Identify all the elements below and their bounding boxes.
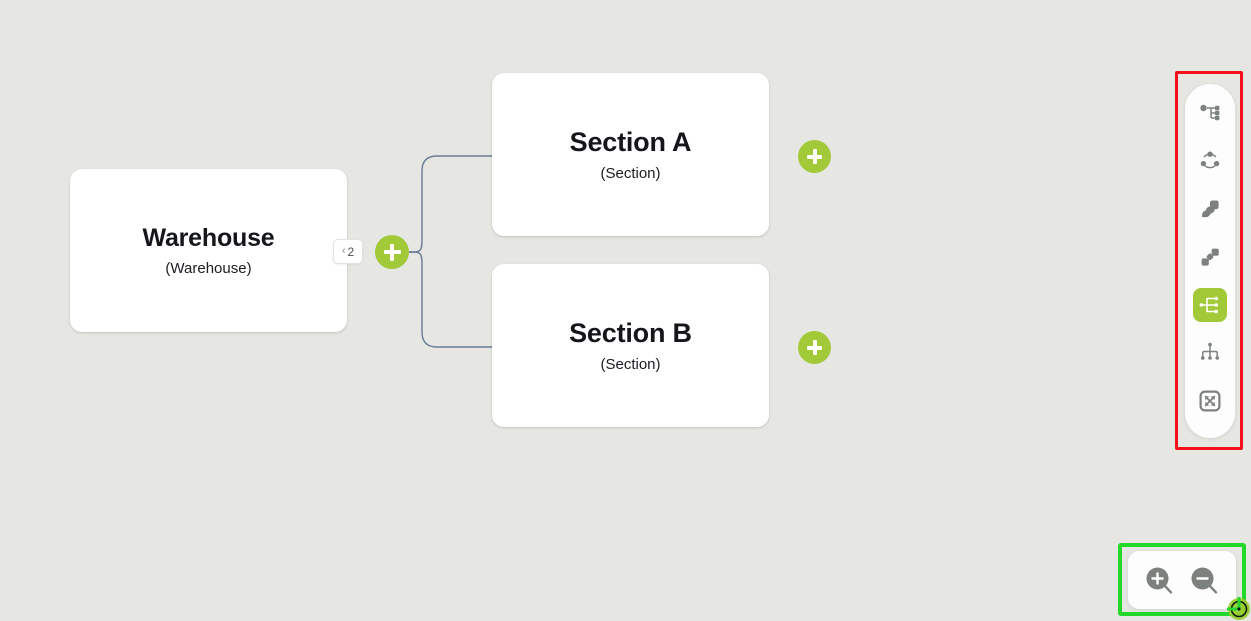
fit-to-screen-icon[interactable] — [1193, 384, 1227, 418]
chevron-left-icon: ‹ — [341, 245, 346, 257]
scatter-nodes-icon[interactable] — [1193, 240, 1227, 274]
node-section-b[interactable]: Section B (Section) — [492, 264, 769, 427]
layout-toolbar[interactable] — [1185, 84, 1235, 438]
zoom-out-button[interactable] — [1188, 564, 1221, 597]
horizontal-tree-icon[interactable] — [1193, 288, 1227, 322]
edge-warehouse-to-section-b — [408, 251, 492, 348]
plus-icon-vertical-bar — [812, 149, 817, 164]
node-section-a-subtitle: (Section) — [600, 165, 661, 183]
tree-right-layout-icon[interactable] — [1193, 96, 1227, 130]
collapse-children-badge[interactable]: ‹ 2 — [333, 239, 363, 264]
zoom-in-button[interactable] — [1143, 564, 1176, 597]
node-section-b-title: Section B — [569, 317, 692, 348]
plus-icon-vertical-bar — [389, 243, 395, 261]
plus-icon-vertical-bar — [812, 340, 817, 355]
node-warehouse-title: Warehouse — [142, 224, 275, 253]
cursor-target-marker — [1226, 596, 1251, 621]
layout-toolbar-highlight-box — [1175, 71, 1243, 450]
node-section-b-subtitle: (Section) — [600, 356, 661, 374]
vertical-tree-icon[interactable] — [1193, 336, 1227, 370]
node-warehouse[interactable]: Warehouse (Warehouse) — [70, 169, 347, 332]
node-section-a-title: Section A — [569, 126, 692, 157]
node-section-a[interactable]: Section A (Section) — [492, 73, 769, 236]
add-child-button-section-a[interactable] — [798, 140, 831, 173]
edge-warehouse-to-section-a — [408, 155, 492, 253]
zoom-controls-highlight-box — [1118, 543, 1246, 616]
add-child-button-warehouse[interactable] — [375, 235, 409, 269]
add-child-button-section-b[interactable] — [798, 331, 831, 364]
layers-stack-icon[interactable] — [1193, 192, 1227, 226]
collapse-badge-count: 2 — [347, 244, 355, 259]
node-warehouse-subtitle: (Warehouse) — [165, 259, 252, 277]
zoom-controls[interactable] — [1128, 551, 1236, 609]
radial-layout-icon[interactable] — [1193, 144, 1227, 178]
